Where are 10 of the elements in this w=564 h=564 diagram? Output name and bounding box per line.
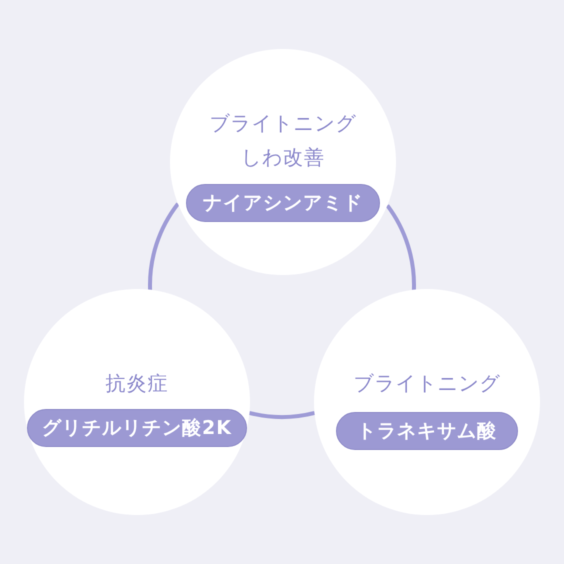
- connector-arc: [386, 204, 416, 290]
- effect-label: ブライトニング: [354, 370, 500, 397]
- effect-label: しわ改善: [241, 144, 325, 171]
- ingredient-pill: トラネキサム酸: [336, 412, 518, 450]
- effect-label: ブライトニング: [210, 110, 356, 137]
- ingredient-pill: ナイアシンアミド: [186, 184, 380, 222]
- ingredient-pill: グリチルリチン酸2K: [27, 409, 247, 447]
- effect-label: 抗炎症: [106, 370, 168, 397]
- connector-arc: [249, 410, 315, 419]
- connector-arc: [148, 202, 180, 290]
